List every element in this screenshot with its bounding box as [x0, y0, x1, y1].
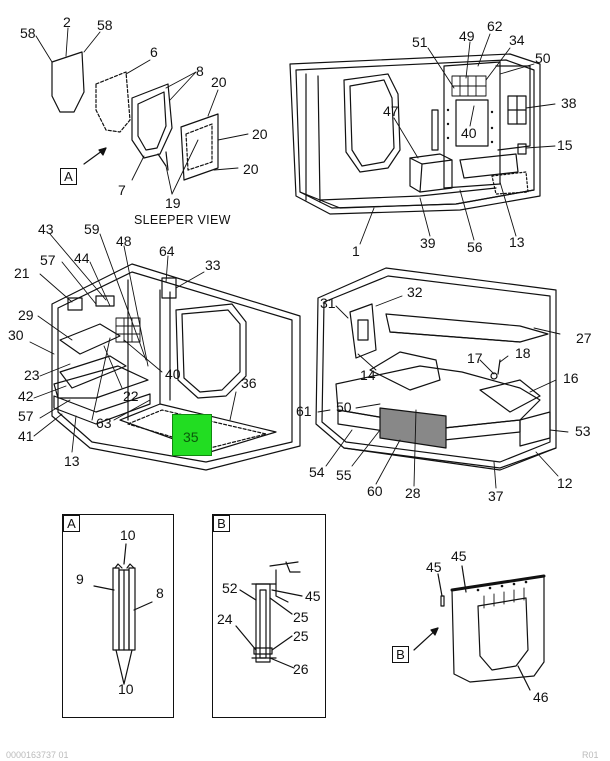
detail-b-frame [212, 514, 326, 718]
part-callout[interactable]: 32 [407, 284, 423, 300]
highlighted-part-label: 35 [183, 429, 199, 445]
part-callout[interactable]: 10 [118, 681, 134, 697]
part-callout[interactable]: 1 [352, 243, 360, 259]
sleeper-bunk-view [315, 267, 557, 471]
leaders-top-left [35, 27, 249, 195]
part-callout[interactable]: 6 [150, 44, 158, 60]
part-callout[interactable]: 44 [74, 250, 90, 266]
curtain-panel-2 [51, 51, 85, 113]
part-callout[interactable]: 31 [320, 295, 336, 311]
part-callout[interactable]: 61 [296, 403, 312, 419]
part-callout[interactable]: 23 [24, 367, 40, 383]
part-callout[interactable]: 33 [205, 257, 221, 273]
part-callout[interactable]: 41 [18, 428, 34, 444]
part-callout[interactable]: 19 [165, 195, 181, 211]
part-callout[interactable]: 57 [40, 252, 56, 268]
part-callout[interactable]: 42 [18, 388, 34, 404]
part-callout[interactable]: 18 [515, 345, 531, 361]
part-callout[interactable]: 59 [84, 221, 100, 237]
part-callout[interactable]: 20 [211, 74, 227, 90]
part-callout[interactable]: 16 [563, 370, 579, 386]
part-callout[interactable]: 58 [20, 25, 36, 41]
detail-a-frame [62, 514, 174, 718]
part-callout[interactable]: 55 [336, 467, 352, 483]
part-callout[interactable]: 30 [8, 327, 24, 343]
part-callout[interactable]: 40 [461, 125, 477, 141]
part-callout[interactable]: 17 [467, 350, 483, 366]
part-callout[interactable]: 9 [76, 571, 84, 587]
part-callout[interactable]: 14 [360, 367, 376, 383]
detail-b-title: B [213, 515, 230, 532]
part-callout[interactable]: 20 [252, 126, 268, 142]
footer-revision: R01 [582, 750, 599, 760]
part-callout[interactable]: 34 [509, 32, 525, 48]
part-callout[interactable]: 45 [451, 548, 467, 564]
part-callout[interactable]: 53 [575, 423, 591, 439]
part-callout[interactable]: 13 [509, 234, 525, 250]
part-callout[interactable]: 13 [64, 453, 80, 469]
callout-b-box[interactable]: B [392, 646, 409, 663]
part-callout[interactable]: 46 [533, 689, 549, 705]
window-trim-20 [157, 113, 219, 181]
part-callout[interactable]: 25 [293, 609, 309, 625]
part-callout[interactable]: 56 [467, 239, 483, 255]
part-callout[interactable]: 8 [156, 585, 164, 601]
detail-a-title: A [63, 515, 80, 532]
detail-b-art [235, 561, 303, 669]
part-callout[interactable]: 54 [309, 464, 325, 480]
part-callout[interactable]: 20 [243, 161, 259, 177]
part-callout[interactable]: 45 [305, 588, 321, 604]
callout-a-box[interactable]: A [60, 168, 77, 185]
part-callout[interactable]: 58 [97, 17, 113, 33]
part-callout[interactable]: 26 [293, 661, 309, 677]
part-callout[interactable]: 37 [488, 488, 504, 504]
part-callout[interactable]: 2 [63, 14, 71, 30]
part-callout[interactable]: 28 [405, 485, 421, 501]
part-callout[interactable]: 38 [561, 95, 577, 111]
part-callout[interactable]: 8 [196, 63, 204, 79]
window-panel-6 [95, 71, 131, 133]
detail-a-art [93, 543, 153, 685]
highlighted-part-35[interactable]: 35 [172, 414, 212, 456]
part-callout[interactable]: 27 [576, 330, 592, 346]
part-callout[interactable]: 60 [367, 483, 383, 499]
part-callout[interactable]: 29 [18, 307, 34, 323]
part-callout[interactable]: 10 [120, 527, 136, 543]
leaders-middle-right [317, 295, 569, 489]
curtain-46-art [413, 565, 546, 691]
part-callout[interactable]: 51 [412, 34, 428, 50]
part-callout[interactable]: 64 [159, 243, 175, 259]
part-callout[interactable]: 50 [535, 50, 551, 66]
part-callout[interactable]: 22 [123, 388, 139, 404]
part-callout[interactable]: 57 [18, 408, 34, 424]
part-callout[interactable]: 7 [118, 182, 126, 198]
footer-doc-number: 0000163737 01 [6, 750, 69, 760]
part-callout[interactable]: 62 [487, 18, 503, 34]
part-callout[interactable]: 12 [557, 475, 573, 491]
part-callout[interactable]: 43 [38, 221, 54, 237]
part-callout[interactable]: 49 [459, 28, 475, 44]
part-callout[interactable]: 24 [217, 611, 233, 627]
window-frame-8 [131, 83, 173, 159]
part-callout[interactable]: 40 [165, 366, 181, 382]
leaders-top-right [359, 33, 556, 245]
part-callout[interactable]: 48 [116, 233, 132, 249]
part-callout[interactable]: 39 [420, 235, 436, 251]
sleeper-top-view [289, 53, 541, 215]
part-callout[interactable]: 50 [336, 399, 352, 415]
part-callout[interactable]: 45 [426, 559, 442, 575]
part-callout[interactable]: 52 [222, 580, 238, 596]
part-callout[interactable]: 21 [14, 265, 30, 281]
leaders-middle-left [29, 233, 237, 453]
part-callout[interactable]: 15 [557, 137, 573, 153]
part-callout[interactable]: 25 [293, 628, 309, 644]
part-callout[interactable]: 63 [96, 415, 112, 431]
part-callout[interactable]: 47 [383, 103, 399, 119]
caption-sleeper-view: SLEEPER VIEW [134, 213, 231, 227]
part-callout[interactable]: 36 [241, 375, 257, 391]
